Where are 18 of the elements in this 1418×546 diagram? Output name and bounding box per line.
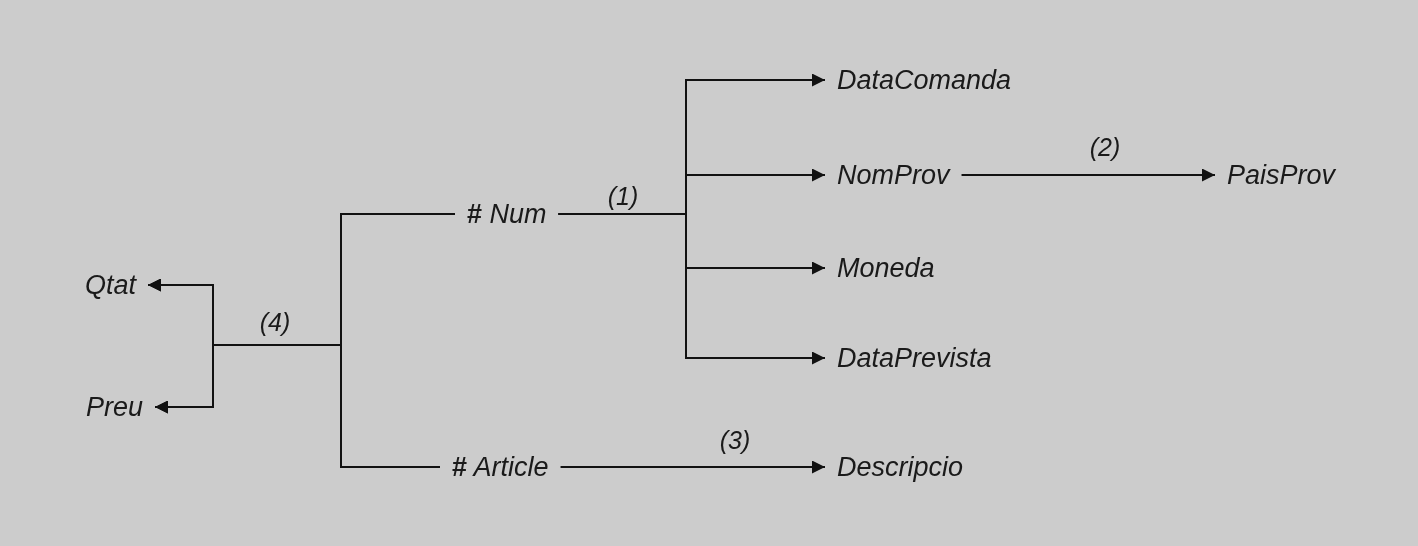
edge-label: (1) — [607, 181, 639, 211]
node-label: Descripcio — [825, 450, 976, 484]
node-label: Moneda — [825, 251, 947, 285]
node-label: PaisProv — [1215, 158, 1348, 192]
node-label: DataComanda — [825, 63, 1024, 97]
arrow — [154, 344, 441, 468]
node-label: # Article — [440, 450, 561, 484]
node-label: Preu — [74, 390, 156, 424]
node-label: NomProv — [825, 158, 962, 192]
edge-label: (4) — [259, 307, 291, 337]
edge-label: (3) — [719, 425, 751, 455]
arrow — [557, 213, 826, 365]
node-label: DataPrevista — [825, 341, 1004, 375]
arrow — [559, 460, 826, 474]
edge-label: (2) — [1089, 132, 1121, 162]
node-label: Qtat — [73, 268, 149, 302]
node-label: # Num — [455, 197, 559, 231]
arrow — [960, 168, 1216, 182]
